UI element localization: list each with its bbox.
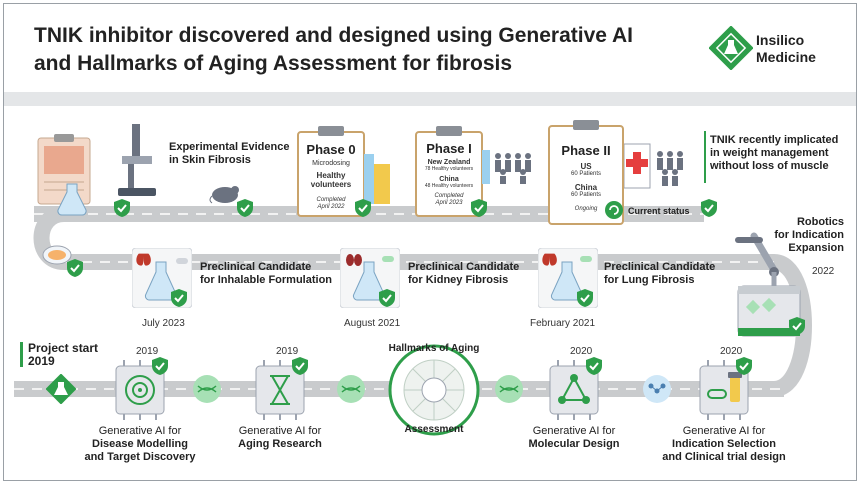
dna-node-icon [193,375,221,403]
check-shield-icon [586,357,602,375]
check-shield-icon [736,357,752,375]
check-shield-icon [577,289,593,307]
refresh-icon [605,201,623,219]
dna-node-icon [337,375,365,403]
check-shield-icon [171,289,187,307]
building-icon [364,154,390,204]
check-shield-icon [789,317,805,335]
lung-candidate-label: Preclinical Candidate for Lung Fibrosis [604,261,716,286]
logo-text: Insilico Medicine [756,32,816,65]
mouse-icon [209,186,239,204]
kidney-date: August 2021 [344,318,401,329]
inhalable-candidate-label: Preclinical Candidate for Inhalable Form… [200,261,333,286]
current-status-label: Current status [628,206,690,216]
phase2-card: Phase II US 60 Patients China 60 Patient… [561,143,611,212]
kidney-candidate-label: Preclinical Candidate for Kidney Fibrosi… [408,261,520,286]
lung-date: February 2021 [530,318,596,329]
molecule-node-icon [643,375,671,403]
molecule-chip-icon [549,360,599,420]
check-shield-icon [471,199,487,217]
check-shield-icon [237,199,253,217]
project-start-label: Project start 2019 [28,341,99,368]
molecular-year: 2020 [570,346,593,357]
molecular-design-label: Generative AI for Molecular Design [528,425,620,450]
indication-selection-label: Generative AI for Indication Selection a… [662,425,786,463]
phase0-card: Phase 0 Microdosing Healthy volunteers C… [306,142,356,210]
check-shield-icon [701,199,717,217]
hallmarks-subtitle: Assessment [404,424,464,435]
flask-icon [57,183,87,216]
disease-modelling-label: Generative AI for Disease Modelling and … [84,425,196,463]
inhalable-date: July 2023 [142,318,185,329]
robotics-label: Robotics for Indication Expansion [774,216,844,254]
tnik-note: TNIK recently implicated in weight manag… [710,134,839,172]
disease-year: 2019 [136,346,159,357]
dna-node-icon [495,375,523,403]
microscope-icon [118,124,156,196]
infographic-frame: TNIK inhibitor discovered and designed u… [3,3,857,481]
experimental-evidence-label: Experimental Evidence in Skin Fibrosis [169,141,290,166]
check-shield-icon [152,357,168,375]
phase1-clipboard [415,126,483,217]
hospital-icon [624,143,683,189]
aging-year: 2019 [276,346,299,357]
robotics-year: 2022 [812,266,835,277]
insilico-logo-icon [709,26,753,70]
hallmarks-title: Hallmarks of Aging [388,343,480,354]
people-group-icon [482,150,531,184]
robot-arm-icon [735,232,801,337]
indication-year: 2020 [720,346,743,357]
page-title: TNIK inhibitor discovered and designed u… [34,24,633,75]
check-shield-icon [379,289,395,307]
check-shield-icon [292,357,308,375]
phase1-card: Phase I New Zealand 78 Healthy volunteer… [424,141,474,206]
start-flask-badge-icon [46,374,76,404]
hallmarks-wheel-icon [388,344,480,436]
aging-research-label: Generative AI for Aging Research [238,425,322,450]
petri-dish-icon [42,245,72,265]
check-shield-icon [355,199,371,217]
phase2-clipboard [548,120,624,225]
target-chip-icon [115,360,165,420]
pill-bottle-chip-icon [699,360,749,420]
check-shield-icon [114,199,130,217]
check-shield-icon [67,259,83,277]
